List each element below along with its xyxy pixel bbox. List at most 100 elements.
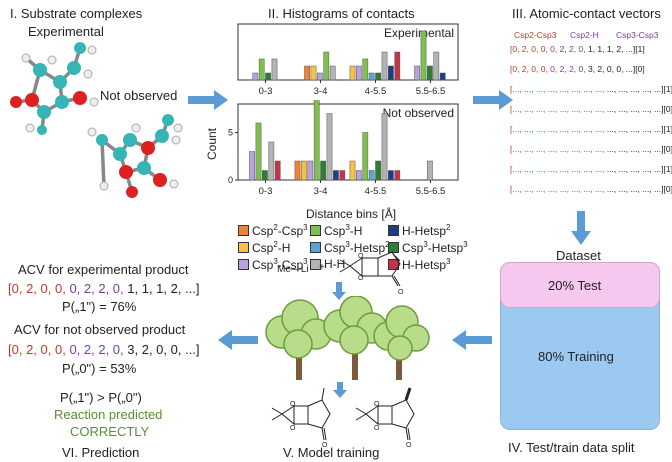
bar-csp3_hetsp3	[262, 170, 268, 181]
legend-item-csp2_csp3: Csp2-Csp3	[238, 223, 308, 238]
legend-item-csp3_csp3: Csp3-Csp3	[238, 257, 308, 272]
y-tick-label: 5	[228, 128, 233, 138]
vector-row: [0, 2, 0, 0, 0, 2, 2, 0, 3, 2, 0, 0, ...…	[510, 64, 645, 74]
bar-hh	[427, 160, 433, 181]
bar-hh	[271, 58, 278, 81]
legend-item-csp3_hetsp3: Csp3-Hetsp3	[388, 240, 468, 255]
vector-header-csp2-h: Csp2-H	[570, 30, 599, 40]
bar-csp3_h	[362, 58, 369, 81]
bar-csp2_h	[301, 160, 307, 181]
bar-csp3_hetsp3	[427, 65, 433, 81]
bar-h_hetsp2	[333, 170, 339, 181]
legend-label: Csp3-H	[324, 223, 363, 238]
bar-hh	[329, 65, 336, 81]
arrow-down-icon	[332, 282, 346, 300]
acv-experimental-title: ACV for experimental product	[18, 262, 189, 277]
plot-frame	[237, 23, 459, 81]
acv-exp-purple-part: 0, 2, 2, 0,	[69, 281, 128, 296]
section6-title: VI. Prediction	[62, 445, 140, 460]
not-observed-molecule-image	[87, 114, 183, 198]
section2-title: II. Histograms of contacts	[268, 6, 415, 21]
vector-row: [0, 2, 0, 0, 0, 2, 2, 0, 1, 1, 1, 2, ...…	[510, 44, 645, 54]
svg-text:O: O	[290, 425, 296, 432]
legend-swatch	[238, 242, 249, 253]
reaction-predicted-text: Reaction predicted	[54, 407, 163, 422]
svg-text:O: O	[358, 275, 364, 282]
bar-csp3_hetsp2	[368, 170, 375, 181]
arrow-down-icon	[333, 382, 347, 398]
product-structure-right: O O O	[355, 387, 415, 448]
bar-csp3_csp3	[356, 170, 362, 181]
bar-csp3_h	[255, 122, 262, 181]
legend-label: H-Hetsp2	[402, 223, 451, 238]
bar-h_hetsp3	[274, 160, 281, 181]
chart-title: Experimental	[384, 26, 454, 40]
arrow-left-icon	[452, 330, 492, 350]
vector-header-csp3-csp3: Csp3-Csp3	[616, 30, 659, 40]
section5-title: V. Model training	[283, 445, 380, 460]
x-tick-label: 5.5-6.5	[416, 186, 446, 197]
vector-row: [..., ..., ..., ..., ..., ..., ..., ...,…	[510, 104, 672, 114]
bar-csp2_h	[349, 65, 356, 81]
legend-swatch	[310, 242, 321, 253]
x-tick-label: 3-4	[314, 86, 328, 97]
test-box	[500, 262, 660, 308]
not-observed-label: Not observed	[100, 88, 178, 103]
bar-csp3_hetsp2	[368, 72, 375, 81]
svg-text:O: O	[358, 253, 364, 260]
x-tick-label: 5.5-6.5	[416, 86, 446, 97]
legend-swatch	[310, 258, 321, 270]
train-label: 80% Training	[538, 349, 614, 364]
chart-title: Not observed	[383, 106, 454, 120]
bar-h_hetsp2	[439, 72, 446, 81]
arrow-right-icon	[473, 90, 513, 110]
bar-csp2_csp3	[304, 65, 310, 81]
section1-title: I. Substrate complexes	[10, 6, 143, 21]
x-tick-label: 0-3	[259, 86, 273, 97]
legend-label: Csp2-H	[252, 240, 291, 255]
bar-csp3_h	[313, 100, 320, 181]
acv-not-observed-vector: [0, 2, 0, 0, 0, 2, 2, 0, 3, 2, 0, 0, ...…	[8, 342, 200, 357]
x-tick-label: 0-3	[259, 186, 273, 197]
bar-csp3_hetsp3	[265, 72, 271, 81]
x-tick-label: 4-5.5	[365, 86, 387, 97]
acv-not-purple-part: 0, 2, 2, 0,	[69, 342, 128, 357]
bar-csp3_h	[258, 58, 265, 81]
bar-csp2_h	[310, 65, 317, 81]
vector-row: [..., ..., ..., ..., ..., ..., ..., ...,…	[510, 164, 672, 174]
histogram-xlabel: Distance bins [Å]	[306, 207, 397, 221]
bar-csp3_csp3	[307, 160, 314, 181]
legend-label: Csp3-Csp3	[252, 257, 308, 272]
bar-h_hetsp3	[339, 170, 346, 181]
bar-h_hetsp3	[394, 170, 401, 181]
bar-h_hetsp2	[388, 170, 394, 181]
probability-0: P(„0") = 53%	[62, 361, 137, 376]
vector-row: [..., ..., ..., ..., ..., ..., ..., ...,…	[510, 184, 672, 194]
legend-swatch	[388, 242, 399, 253]
experimental-label: Experimental	[28, 24, 104, 39]
bar-csp3_h	[323, 51, 330, 81]
bar-hh	[381, 113, 388, 181]
arrow-right-icon	[188, 90, 228, 110]
svg-text:O: O	[374, 401, 380, 408]
acv-not-red-part: [0, 2, 0, 0,	[8, 342, 70, 357]
correctly-text: CORRECTLY	[70, 424, 150, 439]
legend-label: Csp3-Hetsp2	[324, 240, 390, 255]
legend-swatch	[388, 259, 399, 270]
acv-not-observed-title: ACV for not observed product	[14, 322, 186, 337]
legend-swatch	[388, 225, 399, 236]
legend-label: H-Hetsp3	[402, 257, 451, 272]
legend-swatch	[310, 225, 321, 236]
test-label: 20% Test	[548, 278, 602, 293]
svg-text:O: O	[406, 442, 412, 448]
probability-1: P(„1") = 76%	[62, 299, 137, 314]
bar-csp3_csp3	[317, 72, 323, 81]
y-tick-label: 0	[228, 175, 233, 185]
bar-csp2_csp3	[294, 160, 301, 181]
bar-csp3_hetsp3	[320, 160, 326, 181]
acv-exp-red-part: [0, 2, 0, 0,	[8, 281, 70, 296]
bar-hh	[268, 141, 275, 181]
svg-text:O: O	[290, 401, 296, 408]
